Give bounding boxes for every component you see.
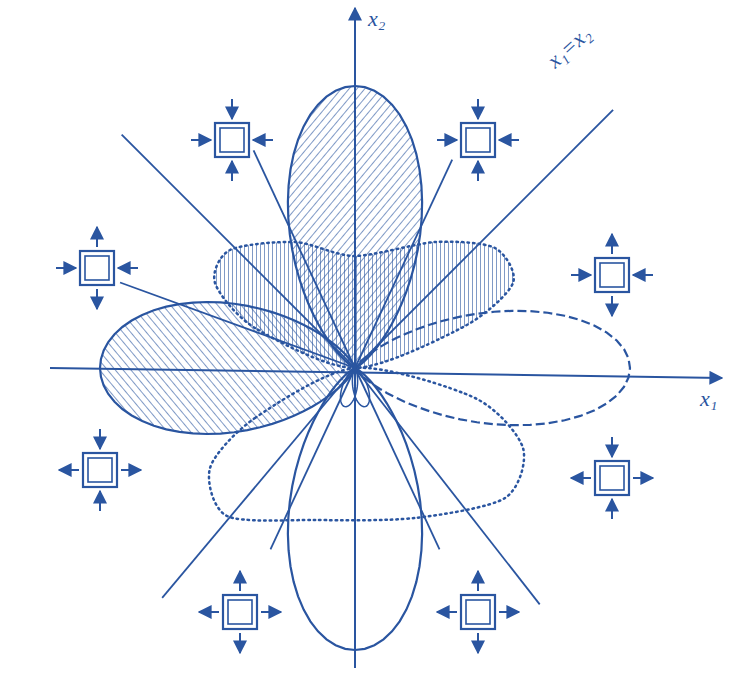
stress-element [199,571,281,653]
radial-line [355,368,540,604]
radial-line [122,135,355,368]
stress-element [437,571,519,653]
stress-element [571,234,653,316]
radial-line [120,282,355,368]
stress-element [571,437,653,519]
radial-line [355,110,613,368]
stress-element [56,227,138,309]
radial-line [162,368,355,598]
figure [50,8,722,668]
radial-line [254,150,355,368]
stress-element [191,99,273,181]
x2-axis [354,8,356,668]
axis-label: x₂ [368,8,385,30]
radial-line [355,368,440,549]
radial-line [270,368,355,549]
stress-element [59,429,141,511]
stress-element [437,99,519,181]
axis-label: x₁=x₂ [543,22,595,72]
axis-label: x₁ [700,388,717,410]
x1-axis [50,368,722,378]
radial-line [355,160,452,368]
